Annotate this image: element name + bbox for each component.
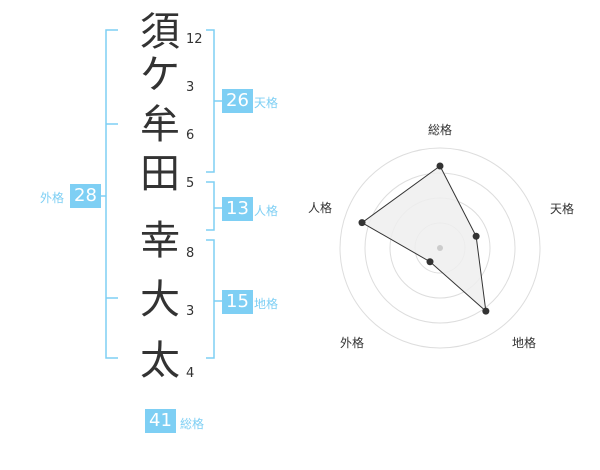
stroke-count-1: 12 bbox=[186, 32, 203, 47]
radar-point-1 bbox=[436, 162, 444, 170]
gaikaku-label: 外格 bbox=[40, 191, 65, 205]
stroke-count-5: 8 bbox=[186, 246, 195, 261]
radar-polygon bbox=[361, 165, 487, 313]
stroke-count-6: 3 bbox=[186, 304, 195, 319]
tenkaku-label: 天格 bbox=[254, 96, 279, 110]
radar-axis-label-1: 総格 bbox=[428, 122, 452, 137]
radar-center-dot bbox=[437, 245, 443, 251]
stroke-count-2: 3 bbox=[186, 80, 195, 95]
radar-grid-ring-4 bbox=[339, 147, 541, 349]
chikaku-label: 地格 bbox=[254, 297, 279, 311]
chikaku-bracket bbox=[206, 239, 215, 359]
stroke-count-3: 6 bbox=[186, 128, 195, 143]
jinkaku-badge: 13 bbox=[222, 197, 253, 221]
name-char-3: 牟 bbox=[140, 102, 180, 148]
name-char-5: 幸 bbox=[140, 218, 180, 264]
radar-point-2 bbox=[472, 232, 480, 240]
gaikaku-badge: 28 bbox=[70, 184, 101, 208]
jinkaku-label: 人格 bbox=[254, 204, 279, 218]
jinkaku-bracket bbox=[206, 181, 215, 231]
name-char-2: ケ bbox=[140, 52, 180, 98]
stroke-count-4: 5 bbox=[186, 176, 195, 191]
name-char-6: 大 bbox=[140, 277, 180, 323]
radar-axis-label-4: 外格 bbox=[340, 335, 364, 350]
stroke-count-7: 4 bbox=[186, 366, 195, 381]
soukaku-label: 総格 bbox=[180, 417, 205, 431]
radar-axis-label-3: 地格 bbox=[512, 335, 536, 350]
name-char-1: 須 bbox=[140, 9, 180, 55]
radar-axis-label-5: 人格 bbox=[308, 200, 332, 215]
radar-point-3 bbox=[482, 307, 490, 315]
gaikaku-bracket bbox=[105, 29, 118, 359]
name-char-4: 田 bbox=[140, 151, 180, 197]
soukaku-badge: 41 bbox=[145, 409, 176, 433]
chikaku-badge: 15 bbox=[222, 290, 253, 314]
name-char-7: 太 bbox=[140, 338, 180, 384]
radar-axis-label-2: 天格 bbox=[550, 201, 574, 216]
radar-point-4 bbox=[426, 258, 434, 266]
radar-point-5 bbox=[358, 219, 366, 227]
tenkaku-badge: 26 bbox=[222, 89, 253, 113]
